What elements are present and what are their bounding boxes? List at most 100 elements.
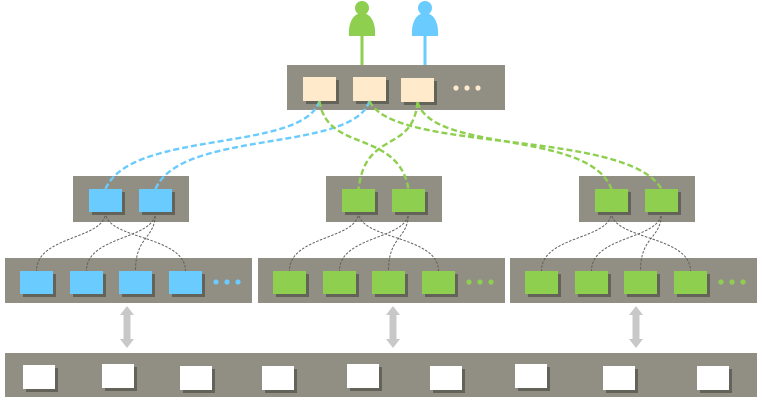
host-node-face	[603, 366, 635, 390]
aggregation-switch-1	[73, 176, 189, 222]
user-blue-person-icon	[411, 1, 439, 66]
host-node-face	[347, 364, 379, 388]
person-body	[411, 13, 439, 36]
person-head	[418, 1, 432, 15]
bidirectional-arrow-icon	[386, 306, 400, 348]
access-port-3-face	[119, 271, 152, 294]
host-node	[430, 366, 465, 393]
core-port-3-face	[401, 78, 434, 102]
downlink	[541, 211, 612, 272]
access-port-1	[20, 271, 56, 297]
access-port-2	[70, 271, 106, 297]
aggregation-port-2-face	[139, 189, 172, 212]
host-node	[102, 364, 137, 391]
access-port-1-face	[525, 271, 558, 294]
host-node-face	[23, 365, 55, 389]
aggregation-port-1	[342, 189, 378, 215]
ellipsis-dot	[235, 279, 241, 285]
access-port-4-face	[169, 271, 202, 294]
ellipsis-dot	[475, 85, 481, 91]
host-node	[697, 366, 732, 393]
aggregation-port-2	[139, 189, 175, 215]
core-port-1	[303, 77, 339, 104]
uplink-green	[318, 100, 410, 190]
host-node	[347, 364, 382, 391]
ellipsis-dot	[718, 279, 724, 285]
access-port-3	[624, 271, 660, 297]
access-switch-3	[510, 258, 757, 303]
access-more-ellipsis-icon	[466, 279, 494, 285]
access-port-1	[273, 271, 309, 297]
host-node	[515, 364, 550, 391]
aggregation-port-1-face	[342, 189, 375, 212]
person-head	[355, 1, 369, 15]
downlink	[36, 211, 106, 272]
access-port-3	[372, 271, 408, 297]
access-more-ellipsis-icon	[213, 279, 241, 285]
aggregation-port-2	[645, 189, 681, 215]
downlink	[591, 211, 662, 272]
core-port-3	[401, 78, 437, 105]
bidirectional-arrow-icon	[629, 306, 643, 348]
access-port-4-face	[674, 271, 707, 294]
links-overlay	[36, 100, 691, 272]
access-port-4	[674, 271, 710, 297]
access-port-2-face	[323, 271, 356, 294]
host-node	[603, 366, 638, 393]
aggregation-port-2	[392, 189, 428, 215]
access-port-2	[323, 271, 359, 297]
downlink	[339, 211, 409, 272]
core-port-2-face	[353, 77, 386, 101]
access-port-3	[119, 271, 155, 297]
host-bus	[5, 353, 757, 397]
uplink-green	[416, 101, 613, 190]
users-layer	[348, 1, 439, 66]
access-switch-1	[5, 258, 252, 303]
access-more-ellipsis-icon	[718, 279, 746, 285]
arrows-layer	[120, 306, 643, 348]
access-port-4-face	[422, 271, 455, 294]
host-node	[180, 366, 215, 393]
ellipsis-dot	[224, 279, 230, 285]
access-port-3-face	[624, 271, 657, 294]
aggregation-port-2-face	[645, 189, 678, 212]
downlink	[640, 211, 662, 272]
host-node-face	[515, 364, 547, 388]
aggregation-port-1-face	[89, 189, 122, 212]
downlink	[105, 211, 186, 272]
core-more-ellipsis-icon	[453, 85, 481, 91]
downlink	[135, 211, 156, 272]
aggregation-layer	[73, 176, 695, 222]
ellipsis-dot	[477, 279, 483, 285]
aggregation-switch-3	[579, 176, 695, 222]
access-port-3-face	[372, 271, 405, 294]
ellipsis-dot	[466, 279, 472, 285]
host-node-face	[102, 364, 134, 388]
ellipsis-dot	[740, 279, 746, 285]
host-node-face	[180, 366, 212, 390]
core-switch	[287, 65, 505, 110]
aggregation-port-1-face	[595, 189, 628, 212]
access-port-4	[422, 271, 458, 297]
ellipsis-dot	[464, 85, 470, 91]
host-node-face	[430, 366, 462, 390]
downlink	[289, 211, 359, 272]
ellipsis-dot	[729, 279, 735, 285]
host-node	[262, 366, 297, 393]
access-switch-2	[258, 258, 505, 303]
access-port-2-face	[70, 271, 103, 294]
aggregation-port-2-face	[392, 189, 425, 212]
aggregation-switch-2	[326, 176, 442, 222]
uplink-blue	[104, 100, 321, 190]
downlink	[86, 211, 156, 272]
uplink-blue	[154, 100, 371, 190]
bidirectional-arrow-icon	[120, 306, 134, 348]
uplink-green	[368, 100, 663, 190]
downlink	[358, 211, 439, 272]
access-port-1-face	[20, 271, 53, 294]
host-node-face	[262, 366, 294, 390]
host-node-face	[697, 366, 729, 390]
user-green-person-icon	[348, 1, 376, 66]
access-port-2-face	[575, 271, 608, 294]
